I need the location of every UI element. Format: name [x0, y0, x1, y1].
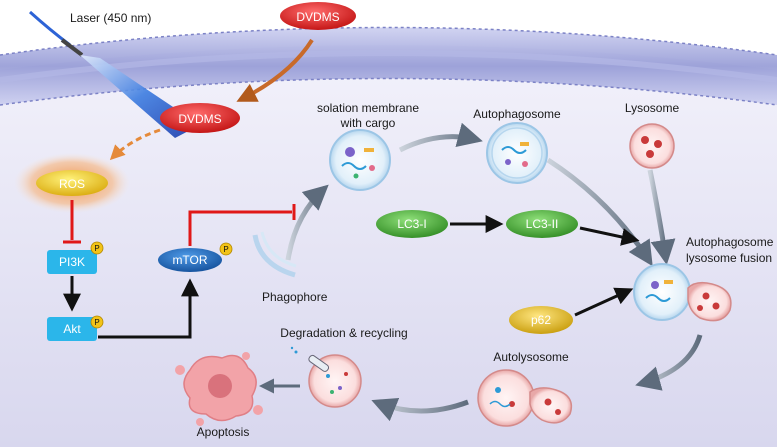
p62-label: p62	[531, 313, 551, 327]
akt-node	[47, 317, 97, 341]
phagophore-graphic	[252, 231, 297, 278]
lysosome-label: Lysosome	[625, 101, 680, 115]
lysosome-to-fusion-arrow	[647, 169, 676, 265]
autolysosome-label: Autolysosome	[493, 350, 569, 364]
fusion-label-line1: Autophagosome &	[686, 235, 777, 249]
phagophore-to-isolation-arrow	[285, 184, 329, 261]
ros-node	[36, 170, 108, 196]
akt-phospho-badge	[90, 315, 104, 329]
lc3-ii-label: LC3-II	[526, 217, 559, 231]
dvdms-uptake-arrow	[236, 38, 314, 102]
isolation-membrane-label-line2: with cargo	[340, 116, 396, 130]
dvdms-inside-node	[160, 103, 240, 133]
akt-phospho-label: P	[94, 318, 99, 327]
lc3-ii-node	[506, 210, 578, 238]
isolation-to-autophagosome-arrow	[398, 122, 483, 153]
autophagosome-to-fusion-arrow	[546, 157, 653, 267]
phagophore-label: Phagophore	[262, 290, 328, 304]
degradation-label: Degradation & recycling	[280, 326, 407, 340]
pi3k-label: PI3K	[59, 255, 85, 269]
fusion-to-autolysosome-arrow	[635, 334, 703, 391]
autophagosome-label: Autophagosome	[473, 107, 561, 121]
pi3k-phospho-badge	[90, 241, 104, 255]
isolation-membrane-label-line1: solation membrane	[317, 101, 419, 115]
mtor-phospho-badge	[219, 242, 233, 256]
mtor-phospho-label: P	[223, 245, 228, 254]
p62-to-fusion-arrow	[574, 287, 634, 317]
dvdms-outside-node	[280, 2, 356, 30]
mtor-inhibits-autophagy	[188, 210, 292, 246]
fusion-label-line2: lysosome fusion	[686, 251, 772, 265]
lc3-i-label: LC3-I	[397, 217, 426, 231]
mtor-label: mTOR	[172, 253, 207, 267]
apoptotic-cell-graphic	[175, 352, 263, 426]
akt-label: Akt	[63, 322, 81, 336]
laser-label: Laser (450 nm)	[70, 11, 151, 25]
cell-interior	[0, 45, 777, 447]
dvdms-outside-label: DVDMS	[296, 10, 339, 24]
autophagosome-graphic	[486, 122, 548, 184]
ros-label: ROS	[59, 177, 85, 191]
autolysosome-to-degradation-arrow	[371, 397, 469, 422]
pi3k-node	[47, 250, 97, 274]
akt-to-mtor-arrow	[98, 278, 199, 339]
pi3k-phospho-label: P	[94, 244, 99, 253]
apoptosis-label: Apoptosis	[197, 425, 250, 439]
mtor-node	[158, 248, 222, 272]
lysosome-graphic	[629, 123, 675, 169]
dvdms-inside-label: DVDMS	[178, 112, 221, 126]
lc3-i-node	[376, 210, 448, 238]
autolysosome-graphic	[477, 369, 573, 427]
p62-node	[509, 306, 573, 334]
lc3-ii-to-fusion-arrow	[579, 226, 640, 246]
degradation-graphic	[290, 346, 362, 408]
ros-generation-arrow	[109, 128, 161, 161]
isolation-membrane-graphic	[329, 129, 391, 191]
fusion-graphic	[633, 263, 732, 322]
